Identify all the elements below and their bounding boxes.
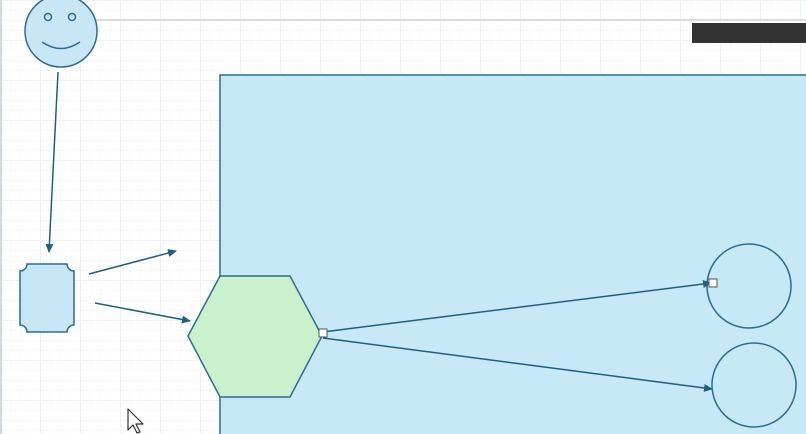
connector-plaque-dangling[interactable] [88, 249, 177, 275]
page-top-border [96, 19, 806, 21]
smiley-left-eye [43, 12, 53, 22]
dark-toolbar-bar [692, 23, 806, 43]
connector-smiley-to-plaque[interactable] [45, 71, 59, 253]
hexagon-shape[interactable] [187, 275, 323, 398]
ellipse-shape-top[interactable] [706, 243, 792, 329]
connector-plaque-to-hexagon[interactable] [94, 302, 191, 324]
container-rectangle[interactable] [219, 74, 806, 434]
canvas-left-border [0, 0, 2, 434]
plaque-shape[interactable] [19, 263, 75, 333]
connector-hexagon-to-top-ellipse[interactable] [322, 280, 712, 333]
connector-hexagon-to-bottom-ellipse[interactable] [322, 337, 713, 392]
connection-handle-ellipse[interactable] [708, 278, 718, 288]
smiley-face-shape[interactable] [24, 0, 98, 68]
ellipse-shape-bottom[interactable] [711, 342, 797, 428]
smiley-right-eye [67, 12, 77, 22]
connection-handle-hexagon[interactable] [318, 328, 328, 338]
mouse-pointer-icon [127, 408, 144, 434]
smiley-mouth [41, 41, 81, 50]
